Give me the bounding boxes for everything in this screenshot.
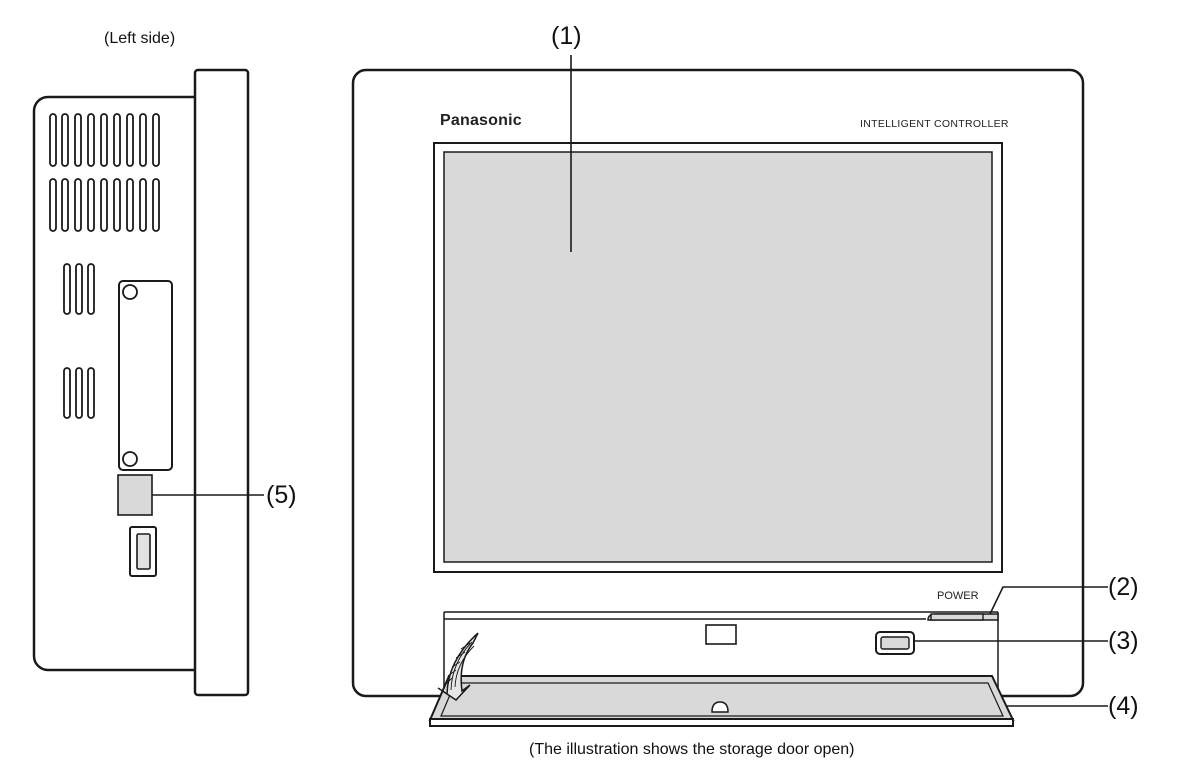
front-usb-port: [875, 631, 915, 655]
callout-4: (4): [1108, 692, 1139, 720]
power-button: [927, 613, 999, 621]
callout-1: (1): [551, 22, 582, 50]
callout-2: (2): [1108, 573, 1139, 601]
storage-door: [428, 675, 1015, 727]
left-side-caption: (Left side): [104, 30, 176, 47]
footer-caption: (The illustration shows the storage door…: [529, 741, 855, 758]
model-text: INTELLIGENT CONTROLLER: [860, 118, 1009, 130]
side-port-5: [117, 474, 153, 516]
callout-5: (5): [266, 481, 297, 509]
center-slot: [705, 624, 737, 645]
side-vents: [49, 113, 160, 419]
side-view: [32, 68, 264, 697]
leader-line-2: [989, 586, 1108, 615]
display-screen: [443, 151, 993, 563]
front-view: [351, 55, 1108, 727]
door-open-arrow-icon: [437, 632, 479, 701]
callout-3: (3): [1108, 627, 1139, 655]
power-label: POWER: [937, 590, 979, 602]
side-usb-port: [129, 526, 157, 577]
brand-logo: Panasonic: [440, 112, 522, 129]
side-front-panel: [193, 68, 250, 697]
side-connector-plate: [118, 280, 173, 471]
